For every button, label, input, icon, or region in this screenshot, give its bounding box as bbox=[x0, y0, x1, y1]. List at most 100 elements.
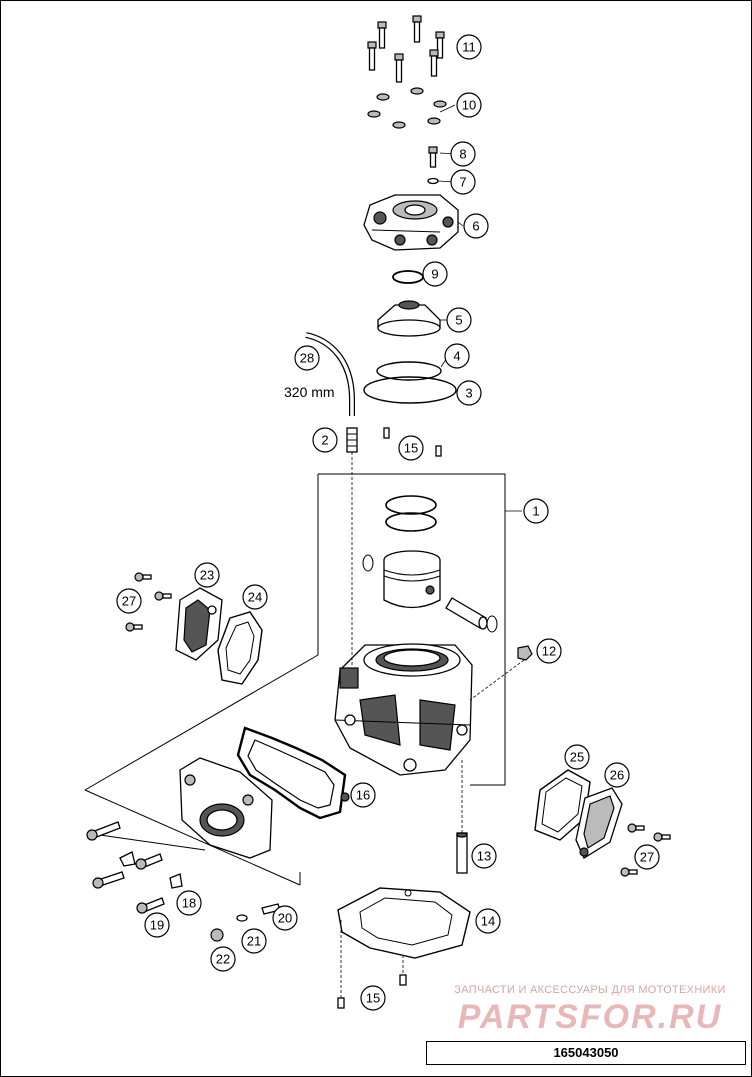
callout-number: 15 bbox=[404, 441, 418, 456]
screws-27-left bbox=[125, 572, 172, 632]
watermark-logo: PARTSFOR.RU bbox=[457, 998, 723, 1036]
watermark-tagline: ЗАПЧАСТИ И АКСЕССУАРЫ ДЛЯ МОТОТЕХНИКИ bbox=[454, 984, 726, 996]
callout-number: 4 bbox=[453, 349, 460, 364]
intake-flange bbox=[179, 757, 273, 859]
callout-15: 15 bbox=[360, 985, 386, 1011]
screw-8 bbox=[428, 146, 438, 168]
callout-number: 15 bbox=[366, 991, 380, 1006]
callout-number: 13 bbox=[477, 849, 491, 864]
dowel-pin bbox=[399, 974, 407, 986]
callout-10: 10 bbox=[456, 92, 482, 118]
callout-2: 2 bbox=[312, 427, 338, 453]
callout-number: 14 bbox=[481, 914, 495, 929]
cylinder bbox=[334, 643, 473, 776]
callout-number: 28 bbox=[300, 351, 314, 366]
callout-number: 6 bbox=[472, 219, 479, 234]
callout-number: 5 bbox=[455, 313, 462, 328]
callout-5: 5 bbox=[446, 307, 472, 333]
callout-number: 26 bbox=[610, 768, 624, 783]
callout-28: 28 bbox=[294, 345, 320, 371]
clip-18 bbox=[169, 873, 183, 889]
washers bbox=[367, 87, 447, 129]
callout-number: 3 bbox=[465, 386, 472, 401]
callout-number: 27 bbox=[640, 850, 654, 865]
callout-number: 23 bbox=[200, 568, 214, 583]
callout-21: 21 bbox=[241, 928, 267, 954]
head-bolts bbox=[367, 15, 445, 83]
drawing-number: 165043050 bbox=[426, 1041, 746, 1065]
dowel-pin bbox=[383, 427, 390, 439]
o-ring-3 bbox=[363, 376, 457, 404]
callout-11: 11 bbox=[456, 34, 482, 60]
callout-number: 1 bbox=[532, 504, 539, 519]
callout-number: 25 bbox=[570, 750, 584, 765]
callout-12: 12 bbox=[536, 638, 562, 664]
callout-number: 20 bbox=[278, 911, 292, 926]
o-ring-9 bbox=[392, 270, 424, 284]
callout-18: 18 bbox=[176, 890, 202, 916]
callout-15: 15 bbox=[398, 435, 424, 461]
callout-layer: 11 10 8 7 6 9 5 4 3 28 2 15 1 23 27 24 12 16 25 26 27 13 18 19 2… bbox=[116, 34, 660, 1011]
cylinder-head-insert-5 bbox=[377, 300, 441, 337]
gasket-24 bbox=[217, 611, 263, 685]
gasket-16 bbox=[236, 726, 350, 820]
callout-27: 27 bbox=[634, 844, 660, 870]
callout-22: 22 bbox=[210, 946, 236, 972]
cover-26 bbox=[575, 787, 623, 859]
callout-number: 10 bbox=[462, 98, 476, 113]
callout-8: 8 bbox=[450, 141, 476, 167]
callout-4: 4 bbox=[444, 343, 470, 369]
callout-26: 26 bbox=[604, 762, 630, 788]
callout-25: 25 bbox=[564, 744, 590, 770]
exhaust-cover-23 bbox=[175, 587, 223, 661]
callout-23: 23 bbox=[194, 562, 220, 588]
callout-27: 27 bbox=[116, 588, 142, 614]
callout-number: 16 bbox=[356, 788, 370, 803]
piston-pin bbox=[445, 597, 488, 630]
nut-22 bbox=[210, 928, 224, 942]
hose-28 bbox=[305, 333, 354, 416]
nipple-2 bbox=[346, 427, 358, 453]
callout-number: 2 bbox=[321, 433, 328, 448]
callout-number: 7 bbox=[459, 175, 466, 190]
screws-27-right bbox=[620, 823, 671, 877]
clip-18 bbox=[119, 851, 136, 867]
o-ring-4 bbox=[376, 361, 442, 381]
piston bbox=[383, 550, 441, 609]
callout-number: 18 bbox=[182, 896, 196, 911]
circlip bbox=[362, 554, 374, 572]
callout-16: 16 bbox=[350, 782, 376, 808]
washer-21 bbox=[236, 914, 248, 922]
callout-number: 12 bbox=[542, 644, 556, 659]
piston-kit-bracket bbox=[318, 473, 506, 786]
callout-number: 9 bbox=[431, 267, 438, 282]
callout-9: 9 bbox=[422, 261, 448, 287]
seal-washer-7 bbox=[427, 177, 439, 185]
stud-13 bbox=[456, 760, 468, 874]
callout-13: 13 bbox=[471, 843, 497, 869]
callout-14: 14 bbox=[475, 908, 501, 934]
cylinder-head-6 bbox=[363, 194, 459, 251]
callout-1: 1 bbox=[523, 498, 549, 524]
callout-20: 20 bbox=[272, 905, 298, 931]
nut-12 bbox=[469, 645, 533, 701]
callout-19: 19 bbox=[144, 912, 170, 938]
circlip bbox=[486, 615, 498, 633]
callout-number: 22 bbox=[216, 952, 230, 967]
callout-6: 6 bbox=[463, 213, 489, 239]
callout-7: 7 bbox=[450, 169, 476, 195]
hose-length-label: 320 mm bbox=[284, 384, 335, 400]
callout-number: 27 bbox=[122, 594, 136, 609]
callout-number: 11 bbox=[462, 40, 476, 55]
base-gasket-14 bbox=[337, 887, 471, 1000]
callout-number: 21 bbox=[247, 934, 261, 949]
callout-number: 24 bbox=[248, 590, 262, 605]
callout-number: 19 bbox=[150, 918, 164, 933]
callout-24: 24 bbox=[242, 584, 268, 610]
callout-number: 8 bbox=[459, 147, 466, 162]
dowel-pin bbox=[435, 445, 442, 457]
callout-3: 3 bbox=[456, 380, 482, 406]
dowel-pin bbox=[337, 997, 345, 1009]
intake-bolts bbox=[86, 821, 165, 914]
